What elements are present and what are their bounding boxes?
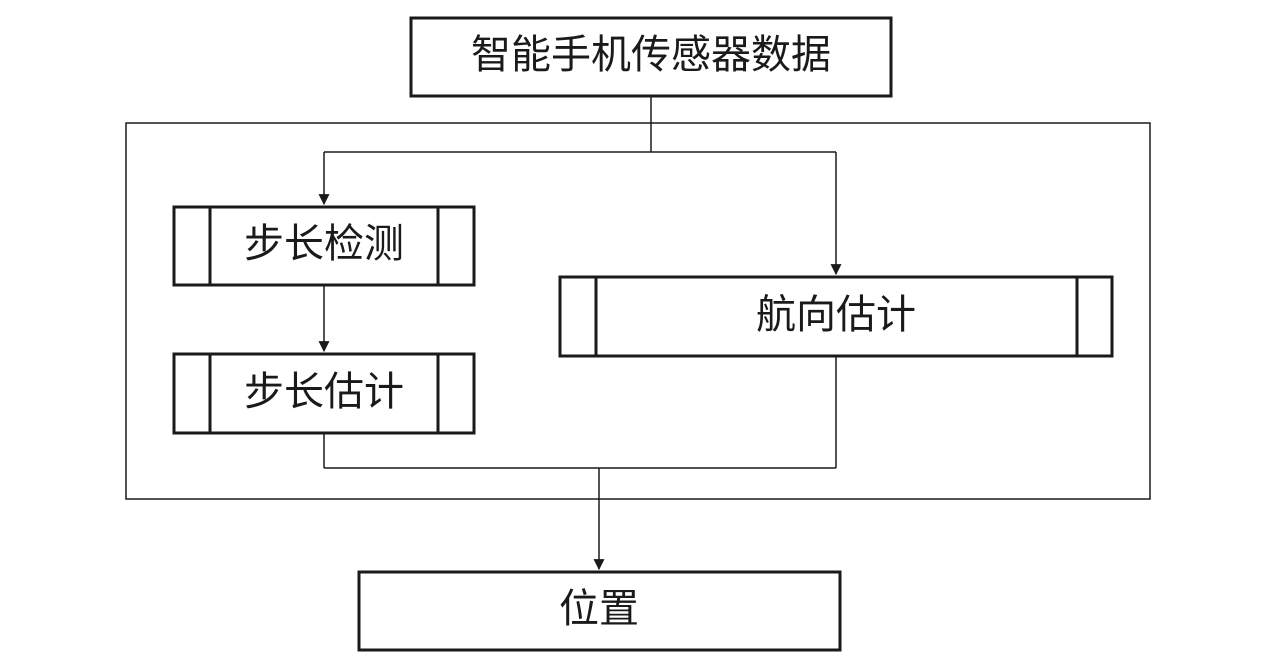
input-box: [409, 16, 893, 98]
heading-estimation-box: [558, 275, 1114, 358]
processing-container: [125, 122, 1151, 500]
step-length-box: [172, 352, 476, 435]
step-length-node: 步长估计: [172, 352, 476, 435]
input-label: 智能手机传感器数据: [471, 32, 831, 78]
heading-estimation-label: 航向估计: [756, 292, 916, 338]
output-box: [357, 570, 842, 652]
heading-estimation-node: 航向估计: [558, 275, 1114, 358]
step-detection-label: 步长检测: [244, 221, 404, 267]
output-label: 位置: [559, 586, 639, 632]
step-detection-node: 步长检测: [172, 205, 476, 287]
input-node: 智能手机传感器数据: [409, 16, 893, 98]
output-node: 位置: [357, 570, 842, 652]
connector-input-split: [318, 96, 842, 276]
connector-merge: [323, 356, 837, 571]
step-length-label: 步长估计: [244, 369, 404, 415]
